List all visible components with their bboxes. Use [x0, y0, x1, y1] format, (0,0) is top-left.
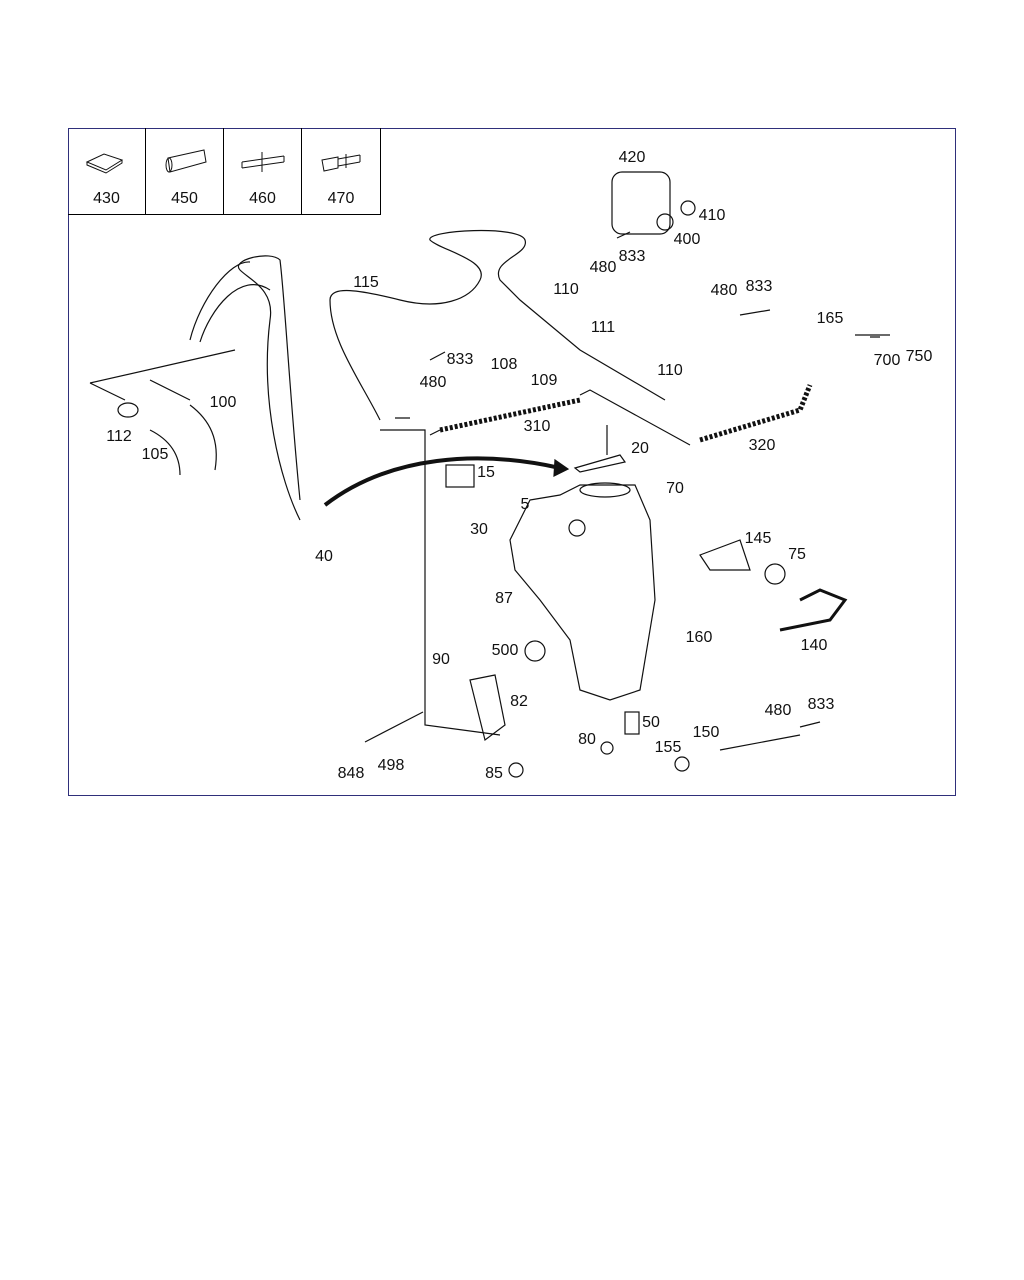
pipe-310 — [439, 397, 581, 433]
callout-90[interactable]: 90 — [432, 651, 450, 668]
connector-icon — [241, 152, 285, 172]
reservoir-5 — [509, 484, 656, 701]
callout-110[interactable]: 110 — [553, 281, 579, 298]
pipe-320 — [699, 384, 813, 443]
callout-420[interactable]: 420 — [618, 149, 646, 166]
callout-75[interactable]: 75 — [788, 546, 806, 563]
callout-480[interactable]: 480 — [764, 702, 792, 719]
leader-833 — [429, 231, 890, 728]
callout-105[interactable]: 105 — [141, 446, 169, 463]
legend-cell-430[interactable]: 430 — [68, 128, 146, 214]
legend-label: 450 — [171, 190, 198, 207]
pad-icon — [85, 153, 124, 174]
arrow-head — [553, 458, 570, 478]
callout-112[interactable]: 112 — [106, 428, 132, 445]
hose-105 — [149, 429, 181, 476]
callout-15[interactable]: 15 — [477, 464, 495, 481]
callout-40[interactable]: 40 — [315, 548, 333, 565]
legend-cell-460[interactable]: 460 — [224, 128, 302, 214]
hose-115 — [329, 229, 666, 421]
callout-140[interactable]: 140 — [800, 637, 828, 654]
callout-400[interactable]: 400 — [673, 231, 701, 248]
bracket-145 — [699, 539, 751, 571]
filler-neck — [579, 482, 631, 498]
callout-85[interactable]: 85 — [485, 765, 503, 782]
callout-480[interactable]: 480 — [419, 374, 447, 391]
callout-82[interactable]: 82 — [510, 693, 528, 710]
leader-112 — [89, 349, 236, 401]
callout-848[interactable]: 848 — [337, 765, 365, 782]
callout-100[interactable]: 100 — [209, 394, 237, 411]
callout-80[interactable]: 80 — [578, 731, 596, 748]
callout-480[interactable]: 480 — [710, 282, 738, 299]
callout-310[interactable]: 310 — [523, 418, 551, 435]
callout-155[interactable]: 155 — [654, 739, 682, 756]
callout-145[interactable]: 145 — [744, 530, 772, 547]
callout-70[interactable]: 70 — [666, 480, 684, 497]
arrow-to-20 — [323, 456, 561, 507]
part-50 — [624, 711, 640, 735]
callout-5[interactable]: 5 — [520, 496, 530, 513]
seal-410 — [680, 200, 696, 216]
callout-30[interactable]: 30 — [470, 521, 488, 538]
callout-833[interactable]: 833 — [745, 278, 773, 295]
callout-50[interactable]: 50 — [642, 714, 660, 731]
callout-480[interactable]: 480 — [589, 259, 617, 276]
part-85 — [508, 762, 524, 778]
legend-cell-470[interactable]: 470 — [302, 128, 380, 214]
callout-833[interactable]: 833 — [807, 696, 835, 713]
part-155 — [674, 756, 690, 772]
hose-left-2 — [189, 261, 271, 343]
callout-750[interactable]: 750 — [905, 348, 933, 365]
legend-label: 470 — [327, 190, 355, 207]
callout-833[interactable]: 833 — [446, 351, 474, 368]
callout-498[interactable]: 498 — [377, 757, 405, 774]
callout-109[interactable]: 109 — [530, 372, 558, 389]
callout-833[interactable]: 833 — [618, 248, 646, 265]
tank-420 — [611, 171, 671, 235]
callout-700[interactable]: 700 — [873, 352, 901, 369]
port — [568, 519, 586, 537]
connector-icon — [321, 154, 361, 172]
callout-410[interactable]: 410 — [698, 207, 726, 224]
hose-100 — [189, 404, 217, 471]
sticker-15 — [445, 464, 475, 488]
grommet-75 — [764, 563, 786, 585]
callout-111[interactable]: 111 — [590, 319, 616, 336]
hose-140 — [779, 588, 848, 632]
legend-label: 460 — [249, 190, 276, 207]
diagram-frame — [68, 128, 956, 796]
callout-87[interactable]: 87 — [495, 590, 513, 607]
callout-110[interactable]: 110 — [657, 362, 683, 379]
seal-400 — [656, 213, 674, 231]
bracket-20 — [573, 425, 627, 473]
pump-82 — [469, 674, 506, 742]
leader-320 — [579, 389, 691, 446]
sleeve-icon — [165, 149, 207, 173]
line-150 — [719, 734, 801, 751]
callout-115[interactable]: 115 — [353, 274, 379, 291]
callout-150[interactable]: 150 — [692, 724, 720, 741]
callout-500[interactable]: 500 — [491, 642, 519, 659]
part-500 — [524, 640, 546, 662]
callout-108[interactable]: 108 — [490, 356, 518, 373]
legend-label: 430 — [93, 190, 120, 207]
clamp-112 — [117, 402, 139, 418]
legend-cell-450[interactable]: 450 — [146, 128, 224, 214]
hose-left — [237, 255, 301, 521]
callout-20[interactable]: 20 — [631, 440, 649, 457]
small-parts-legend: 430 450 460 470 — [68, 128, 381, 215]
callout-165[interactable]: 165 — [816, 310, 844, 327]
callout-320[interactable]: 320 — [748, 437, 776, 454]
part-80 — [600, 741, 614, 755]
callout-160[interactable]: 160 — [685, 629, 713, 646]
leader-main — [364, 417, 501, 743]
